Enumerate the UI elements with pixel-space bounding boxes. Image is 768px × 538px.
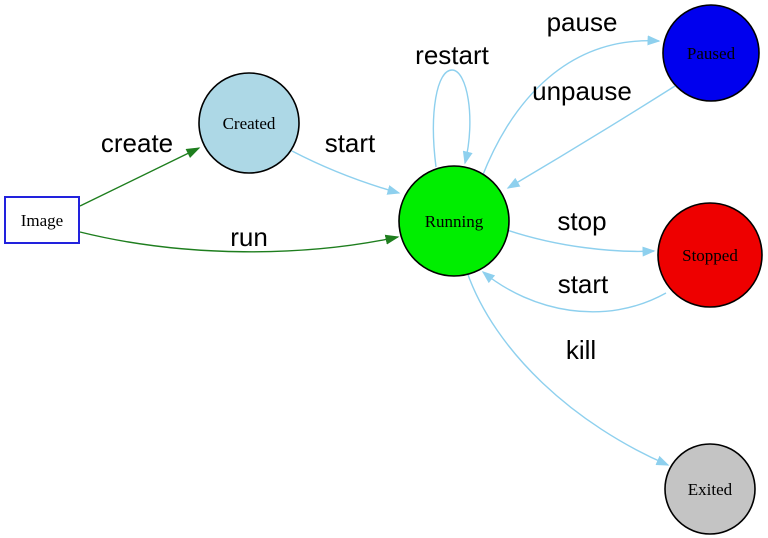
edge-start-stopped-running-path (481, 271, 667, 313)
edge-unpause: unpause (506, 76, 676, 189)
node-stopped: Stopped (657, 202, 763, 308)
node-exited-label: Exited (688, 480, 733, 499)
edge-stop-label: stop (557, 206, 606, 236)
edge-start-created-running-label: start (325, 128, 376, 158)
edge-unpause-label: unpause (532, 76, 632, 106)
edge-start-stopped-running: start (481, 269, 667, 313)
edge-run-label: run (230, 222, 268, 252)
edge-create-label: create (101, 128, 173, 158)
node-paused: Paused (662, 4, 760, 102)
node-running-shape (398, 165, 510, 277)
node-image-shape (4, 196, 80, 244)
edge-stop-path (506, 229, 656, 257)
edge-kill-path (466, 271, 670, 466)
node-exited: Exited (664, 443, 756, 535)
edge-restart-self-loop: restart (415, 40, 490, 168)
node-running: Running (398, 165, 510, 277)
edge-start-created-running: start (291, 128, 401, 195)
node-paused-label: Paused (687, 44, 736, 63)
edge-stop: stop (506, 206, 656, 257)
node-stopped-shape (657, 202, 763, 308)
node-image: Image (4, 196, 80, 244)
edge-run: run (79, 222, 400, 253)
edge-pause-label: pause (547, 7, 618, 37)
edge-kill-label: kill (566, 335, 596, 365)
edge-unpause-path (506, 85, 676, 189)
edge-pause-path (481, 35, 661, 178)
edge-kill: kill (466, 271, 670, 466)
edge-create: create (79, 128, 201, 207)
node-exited-shape (664, 443, 756, 535)
edge-pause: pause (481, 7, 661, 178)
edge-restart-path (432, 69, 473, 168)
edge-restart-label: restart (415, 40, 489, 70)
node-paused-shape (662, 4, 760, 102)
node-created-shape (198, 72, 300, 174)
node-created: Created (198, 72, 300, 174)
node-stopped-label: Stopped (682, 246, 738, 265)
edge-run-path (79, 231, 400, 253)
node-created-label: Created (223, 114, 276, 133)
edge-create-path (79, 147, 201, 207)
node-running-label: Running (425, 212, 484, 231)
edge-start-stopped-running-label: start (558, 269, 609, 299)
node-image-label: Image (21, 211, 63, 230)
edge-start-created-running-path (291, 150, 401, 195)
